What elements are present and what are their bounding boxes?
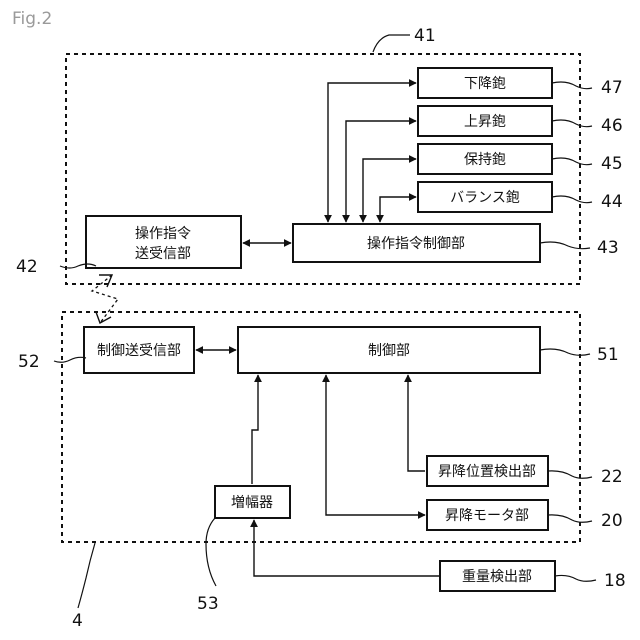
ref-51: 51 <box>597 345 619 365</box>
leader-44 <box>552 196 592 203</box>
leader-45 <box>552 158 592 165</box>
ref-4: 4 <box>72 611 83 631</box>
arrow-amplifier-to-controller <box>252 375 258 484</box>
lift-pos-detector-label: 昇降位置検出部 <box>438 464 536 480</box>
weight-detector-label: 重量検出部 <box>462 569 532 585</box>
op-cmd-tx-label-line1: 操作指令 <box>135 226 191 242</box>
ref-47: 47 <box>601 78 623 98</box>
figure-label: Fig.2 <box>12 9 52 29</box>
controller-label: 制御部 <box>368 343 410 359</box>
ref-52: 52 <box>18 352 40 372</box>
arrow-to-upper-claw <box>346 121 416 222</box>
arrow-weight-to-amplifier <box>254 520 440 576</box>
balance-claw-label: バランス鉋 <box>450 190 520 206</box>
ref-43: 43 <box>597 238 619 258</box>
op-cmd-tx-label-line2: 送受信部 <box>135 246 191 262</box>
lift-motor-label: 昇降モータ部 <box>445 508 529 524</box>
leader-4 <box>78 543 95 608</box>
arrow-to-lower-claw <box>328 83 416 222</box>
amplifier-label: 増幅器 <box>231 495 273 511</box>
arrow-lift-pos-to-controller <box>408 375 425 471</box>
hold-claw-label: 保持鉋 <box>464 152 506 168</box>
leader-20 <box>548 515 592 522</box>
leader-41 <box>373 35 410 52</box>
ref-44: 44 <box>601 192 623 212</box>
arrow-to-balance-claw <box>380 197 416 222</box>
wireless-link <box>92 275 118 323</box>
ref-45: 45 <box>601 154 623 174</box>
ref-22: 22 <box>601 467 623 487</box>
ctrl-tx-label: 制御送受信部 <box>97 343 181 359</box>
wireless-arrow-down <box>96 312 111 323</box>
ref-46: 46 <box>601 116 623 136</box>
leader-47 <box>552 82 592 89</box>
arrow-controller-to-lift-motor <box>326 375 425 515</box>
ref-42: 42 <box>16 257 38 277</box>
leader-43 <box>540 242 590 249</box>
upper-claw-label: 上昇鉋 <box>464 114 506 130</box>
op-cmd-controller-label: 操作指令制御部 <box>367 236 465 252</box>
leader-52 <box>54 357 86 362</box>
leader-18 <box>555 575 596 581</box>
leader-53 <box>206 518 216 586</box>
lower-claw-label: 下降鉋 <box>464 76 506 92</box>
leader-22 <box>548 471 592 478</box>
ref-20: 20 <box>601 511 623 531</box>
leader-51 <box>540 349 590 355</box>
arrow-to-hold-claw <box>363 159 416 222</box>
ref-18: 18 <box>604 571 626 591</box>
leader-46 <box>552 120 592 127</box>
ref-41: 41 <box>414 26 436 46</box>
ref-53: 53 <box>197 594 219 614</box>
